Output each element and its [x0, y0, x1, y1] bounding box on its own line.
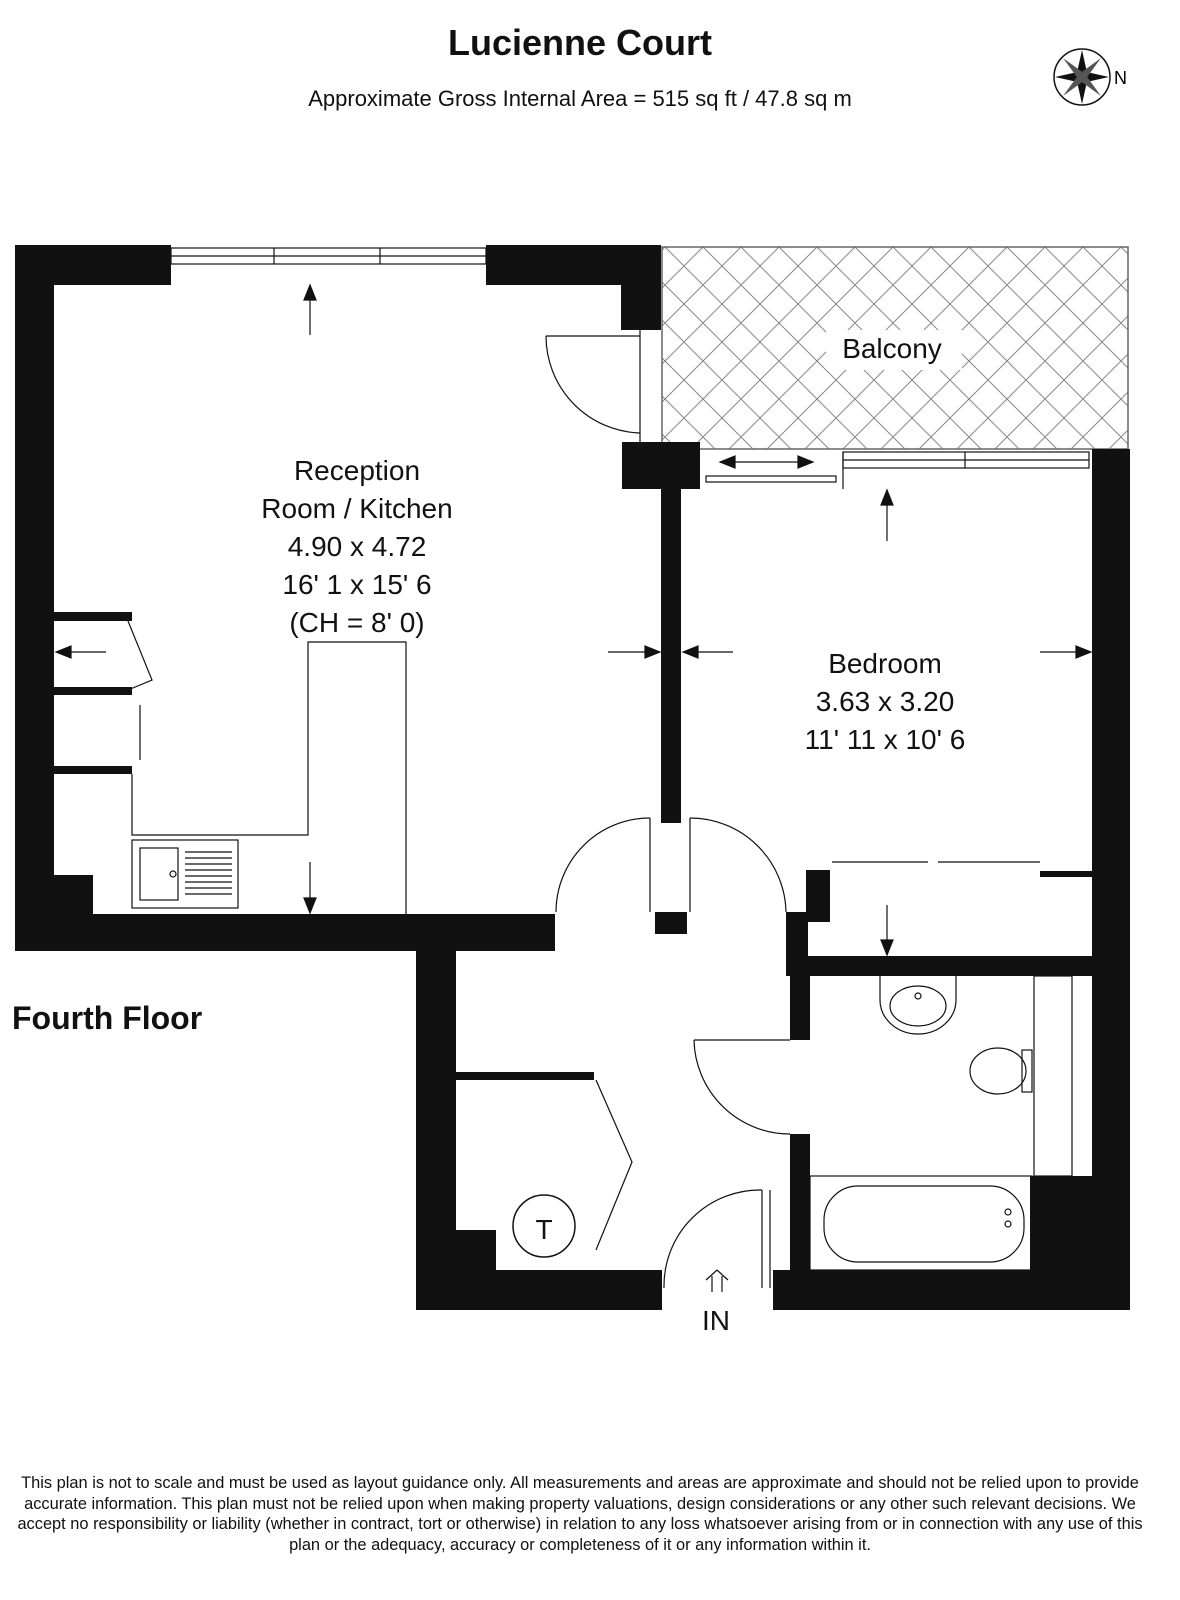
- balcony-area: Balcony: [661, 246, 1129, 450]
- floor-label: Fourth Floor: [12, 1000, 203, 1036]
- plan-title: Lucienne Court: [447, 22, 712, 63]
- measurement-arrows: [54, 283, 1093, 957]
- north-label: N: [1114, 68, 1127, 88]
- entrance-marker: IN: [702, 1269, 730, 1336]
- bedroom-imperial-size: 11' 11 x 10' 6: [805, 724, 966, 755]
- compass-rose-icon: N: [1053, 48, 1127, 106]
- tank-label: T: [535, 1214, 552, 1245]
- kitchen-units: [131, 641, 407, 914]
- entrance-label: IN: [702, 1305, 730, 1336]
- reception-name-line2: Room / Kitchen: [261, 493, 452, 524]
- reception-room-label: Reception Room / Kitchen 4.90 x 4.72 16'…: [261, 455, 452, 638]
- area-subtitle: Approximate Gross Internal Area = 515 sq…: [308, 86, 852, 111]
- exterior-walls: [15, 245, 1130, 1310]
- windows: [170, 247, 1090, 489]
- reception-ceiling-height: (CH = 8' 0): [289, 607, 424, 638]
- bedroom-label: Bedroom 3.63 x 3.20 11' 11 x 10' 6: [805, 648, 966, 755]
- reception-metric-size: 4.90 x 4.72: [288, 531, 427, 562]
- tank-symbol: T: [512, 1194, 576, 1258]
- reception-imperial-size: 16' 1 x 15' 6: [282, 569, 431, 600]
- bathroom-fixtures: [809, 975, 1073, 1271]
- disclaimer-text: This plan is not to scale and must be us…: [17, 1474, 1143, 1554]
- bedroom-metric-size: 3.63 x 3.20: [816, 686, 955, 717]
- doors: [127, 330, 1040, 1289]
- reception-name-line1: Reception: [294, 455, 420, 486]
- balcony-label: Balcony: [842, 333, 942, 364]
- bedroom-name: Bedroom: [828, 648, 942, 679]
